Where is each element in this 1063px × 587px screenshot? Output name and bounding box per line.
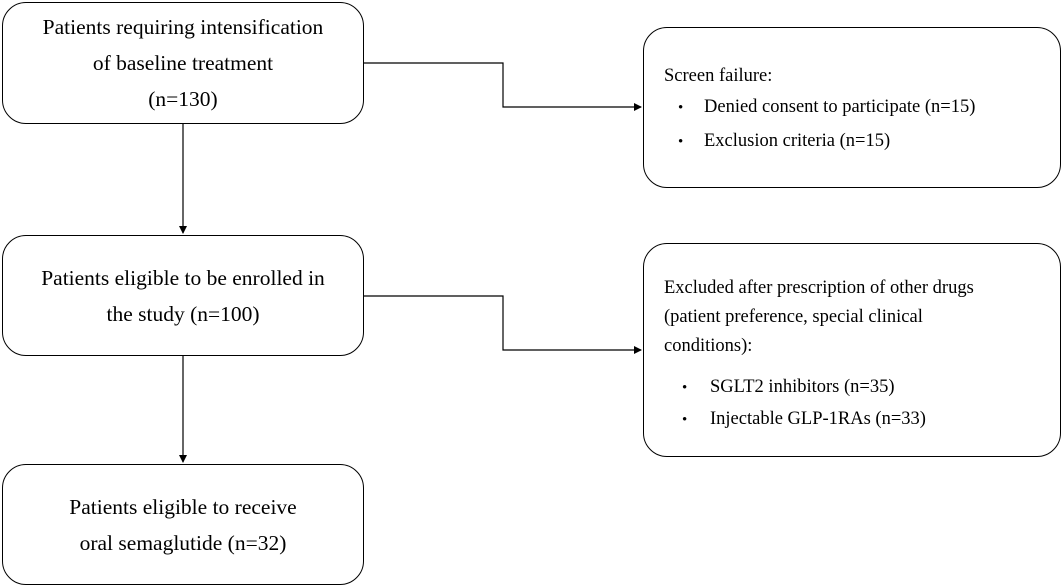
box-screen-failure: Screen failure: • Denied consent to parti…: [643, 27, 1061, 188]
box-excluded-other-drugs: Excluded after prescription of other dru…: [643, 243, 1061, 457]
bullet-icon: •: [682, 412, 688, 428]
box-initial-line-3: (n=130): [148, 87, 218, 111]
screen-failure-item-2: Exclusion criteria (n=15): [704, 131, 891, 151]
excluded-item-1: SGLT2 inhibitors (n=35): [710, 377, 895, 397]
box-eligible-line-2: the study (n=100): [106, 301, 260, 326]
excluded-item-2: Injectable GLP-1RAs (n=33): [710, 409, 926, 429]
screen-failure-heading: Screen failure:: [664, 62, 1060, 91]
excluded-heading-line-2: (patient preference, special clinical: [664, 307, 923, 327]
list-item: • Denied consent to participate (n=15): [664, 93, 1060, 123]
box-eligible-line-1: Patients eligible to be enrolled in: [41, 265, 325, 290]
box-final-line-1: Patients eligible to receive: [69, 494, 297, 519]
box-patients-eligible-enrolled: Patients eligible to be enrolled in the …: [2, 235, 364, 356]
excluded-list: • SGLT2 inhibitors (n=35) • Injectable GLP…: [664, 373, 1060, 435]
excluded-heading-line-1: Excluded after prescription of other dru…: [664, 278, 974, 298]
bullet-icon: •: [678, 100, 684, 116]
list-item: • SGLT2 inhibitors (n=35): [664, 373, 1060, 403]
screen-failure-heading-text: Screen failure:: [664, 66, 773, 86]
screen-failure-item-1: Denied consent to participate (n=15): [704, 97, 976, 117]
excluded-heading: Excluded after prescription of other dru…: [664, 274, 1060, 361]
excluded-heading-line-3: conditions):: [664, 336, 753, 356]
list-item: • Injectable GLP-1RAs (n=33): [664, 405, 1060, 435]
box-initial-line-2: of baseline treatment: [92, 51, 274, 75]
bullet-icon: •: [678, 134, 684, 150]
list-item: • Exclusion criteria (n=15): [664, 127, 1060, 157]
bullet-icon: •: [682, 380, 688, 396]
box-patients-requiring-intensification: Patients requiring intensification of ba…: [2, 2, 364, 124]
arrow-eligible-to-excluded: [364, 295, 642, 354]
arrow-initial-to-screen-failure: [364, 62, 642, 111]
box-final-line-2: oral semaglutide (n=32): [79, 530, 287, 555]
box-patients-eligible-semaglutide: Patients eligible to receive oral semagl…: [2, 464, 364, 585]
box-initial-line-1: Patients requiring intensification: [42, 15, 324, 39]
screen-failure-list: • Denied consent to participate (n=15) • E…: [664, 93, 1060, 157]
